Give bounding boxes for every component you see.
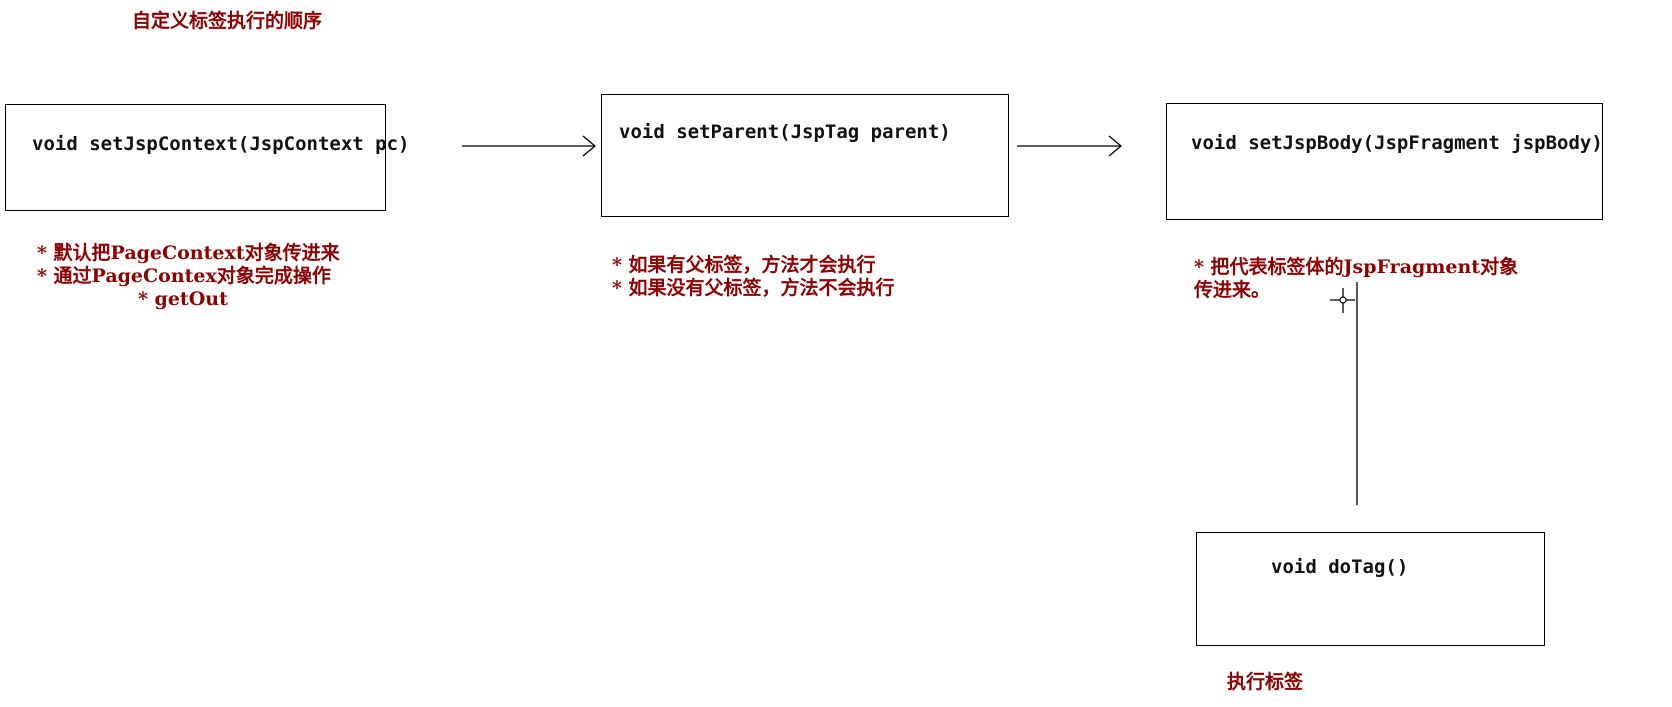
note-line: * getOut — [138, 288, 228, 310]
step-code-setjspcontext: void setJspContext(JspContext pc) — [32, 133, 410, 155]
step-code-setjspbody: void setJspBody(JspFragment jspBody) — [1191, 132, 1603, 154]
arrowhead-2-to-3 — [1108, 135, 1123, 157]
note-line: * 通过PageContex对象完成操作 — [37, 265, 331, 287]
note-line: * 如果有父标签，方法才会执行 — [612, 254, 876, 276]
note-line: 传进来。 — [1194, 279, 1271, 301]
diagram-title: 自定义标签执行的顺序 — [132, 10, 323, 32]
step-box-dotag — [1196, 532, 1545, 646]
note-line: * 如果没有父标签，方法不会执行 — [612, 277, 895, 299]
step-box-setjspbody — [1166, 103, 1603, 220]
step-notes-setjspcontext: * 默认把PageContext对象传进来 * 通过PageContex对象完成… — [37, 242, 340, 311]
step-code-dotag: void doTag() — [1271, 556, 1409, 578]
arrowhead-1-to-2 — [582, 135, 597, 157]
step-box-setparent — [601, 94, 1009, 217]
step-notes-setparent: * 如果有父标签，方法才会执行 * 如果没有父标签，方法不会执行 — [612, 254, 895, 300]
note-line: * 把代表标签体的JspFragment对象 — [1194, 256, 1519, 278]
step-box-setjspcontext — [5, 104, 386, 211]
note-line: * 默认把PageContext对象传进来 — [37, 242, 340, 264]
step-notes-dotag: 执行标签 — [1227, 671, 1303, 694]
step-notes-setjspbody: * 把代表标签体的JspFragment对象 传进来。 — [1194, 256, 1518, 302]
step-code-setparent: void setParent(JspTag parent) — [619, 121, 951, 143]
note-line: 执行标签 — [1227, 671, 1304, 693]
